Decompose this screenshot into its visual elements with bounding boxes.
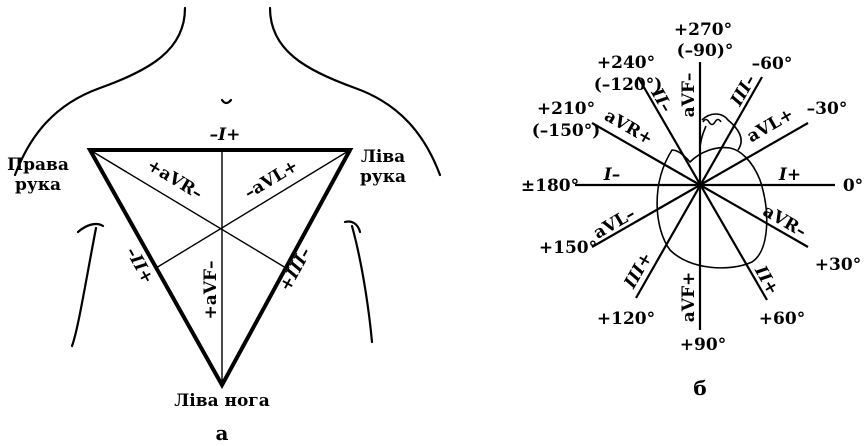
lead-aVF-neg: aVF– — [679, 73, 699, 118]
lead-I-pos: I+ — [778, 165, 801, 185]
lead-aVL-neg: aVL– — [590, 204, 639, 244]
angle-30: +30° — [815, 255, 861, 275]
angle-270: +270° — [674, 20, 732, 40]
right-arm-line — [72, 224, 103, 346]
lead-I-label: –I+ — [210, 125, 241, 145]
right-arm-label-line2: рука — [15, 175, 61, 195]
angle-240: +240° — [597, 53, 655, 73]
lead-aVF-pos: aVF+ — [679, 272, 699, 323]
lead-III-label: +III– — [276, 244, 316, 294]
angle-120: +120° — [597, 309, 655, 329]
right-arm-label-line1: Права — [7, 155, 69, 175]
lead-aVF-label: +aVF– — [201, 260, 221, 319]
angle-180: ±180° — [521, 176, 579, 196]
lead-II-pos: II+ — [750, 262, 783, 299]
angle-210-alt: (–150°) — [532, 121, 601, 141]
figure-b: I– I+ aVF– aVF+ aVR+ aVR– aVL+ aVL– II– … — [521, 20, 863, 400]
lead-II-label: –II+ — [121, 244, 157, 288]
angle-90: +90° — [680, 335, 726, 355]
lead-aVL-pos: aVL+ — [744, 104, 798, 147]
caption-b: б — [693, 376, 706, 400]
aVL-axis-line — [156, 150, 350, 268]
angle-minus-30: –30° — [807, 99, 848, 119]
lead-aVR-label: +aVR– — [143, 155, 206, 204]
navel-mark — [222, 100, 231, 103]
angle-270-alt: (–90)° — [677, 41, 734, 61]
left-arm-label-line2: рука — [360, 167, 406, 187]
angle-210: +210° — [537, 99, 595, 119]
angle-240-alt: (–120°) — [594, 75, 663, 95]
lead-I-neg: I– — [603, 165, 620, 185]
figure-a: –I+ +aVR– –aVL+ –II+ +aVF– +III– Права р… — [7, 8, 440, 445]
left-arm-line — [345, 221, 372, 342]
lead-aVR-neg: aVR– — [759, 201, 810, 242]
angle-0: 0° — [843, 176, 863, 196]
aVR-axis-line — [90, 150, 286, 268]
hexaxial-lines — [575, 62, 835, 330]
left-arm-label-line1: Ліва — [361, 147, 405, 167]
left-leg-label: Ліва нога — [174, 391, 269, 411]
heart-wavy-top — [703, 120, 721, 125]
caption-a: а — [216, 421, 229, 445]
angle-60: +60° — [759, 309, 805, 329]
angle-150: +150° — [539, 238, 597, 258]
lead-aVL-label: –aVL+ — [241, 156, 302, 203]
angle-minus-60: –60° — [752, 54, 793, 74]
